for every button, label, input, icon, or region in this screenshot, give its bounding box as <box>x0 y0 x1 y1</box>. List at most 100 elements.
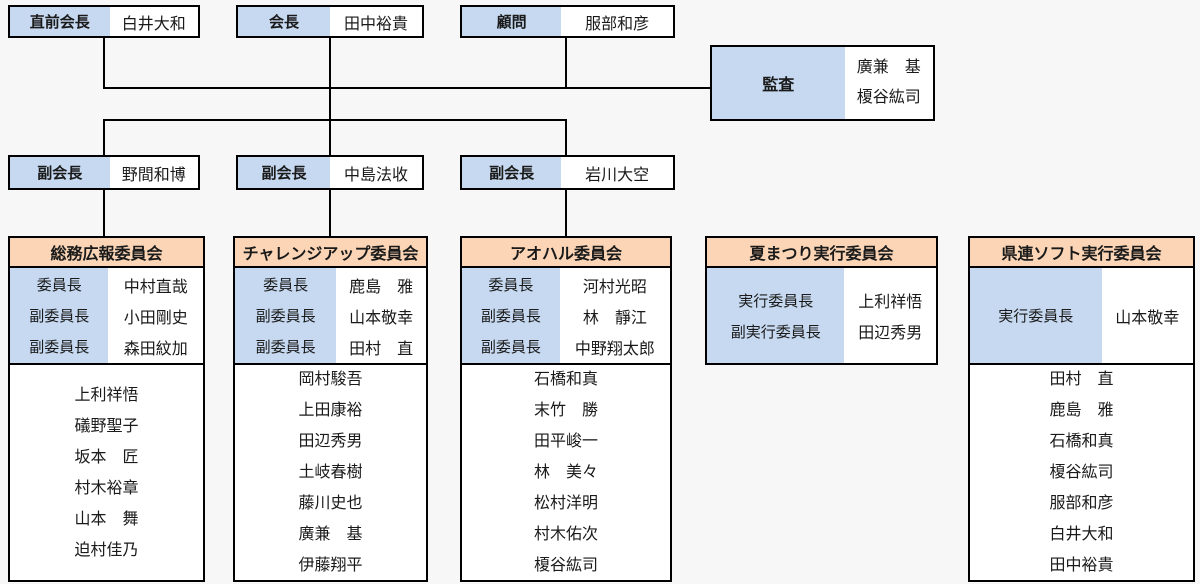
officer-name: 山本敬幸 <box>1115 309 1180 327</box>
member-name: 榎谷紘司 <box>533 557 598 574</box>
officer-name: 中野翔太郎 <box>574 340 655 358</box>
vice-chairman-box: 副会長 岩川大空 <box>460 155 675 190</box>
member-name: 石橋和真 <box>533 371 598 388</box>
member-name: 伊藤翔平 <box>298 557 363 574</box>
connector-line <box>565 119 567 155</box>
officer-name: 田村 直 <box>349 340 414 358</box>
officer-name: 田辺秀男 <box>858 325 923 342</box>
officer-role-label: 副委員長 <box>255 308 316 325</box>
role-label: 副会長 <box>462 157 562 188</box>
member-name: 鹿島 雅 <box>1049 402 1114 419</box>
committee-column-soumu-kouhou: 総務広報委員会 委員長 中村直哉 副委員長 小田剛史 副委員長 森田紋加 <box>8 236 205 582</box>
member-name: 末竹 勝 <box>533 402 598 419</box>
connector-line <box>329 190 331 236</box>
officer-role-label: 副委員長 <box>480 339 541 356</box>
officer-name: 小田剛史 <box>123 309 188 327</box>
officer-role-label: 委員長 <box>488 277 534 294</box>
officer-row: 副委員長 林 靜江 <box>462 300 670 331</box>
role-label: 直前会長 <box>10 7 110 36</box>
role-label: 副会長 <box>10 157 110 188</box>
connector-line <box>103 119 567 121</box>
audit-names: 廣兼 基榎谷紘司 <box>845 47 933 119</box>
committee-column-kenren-soft: 県連ソフト実行委員会 実行委員長 山本敬幸 田村 直鹿島 雅石橋和真榎谷紘司服部… <box>968 236 1195 582</box>
officer-name: 鹿島 雅 <box>349 278 414 296</box>
member-name: 迫村佳乃 <box>74 541 139 559</box>
committee-members: 上利祥悟礒野聖子坂本 匠村木裕章山本 舞迫村佳乃 <box>8 363 205 582</box>
officer-row: 副委員長 小田剛史 <box>10 300 203 331</box>
connector-line <box>565 38 567 88</box>
committee-title: 総務広報委員会 <box>8 236 205 268</box>
officer-row: 委員長 中村直哉 <box>10 269 203 300</box>
officer-role-label: 委員長 <box>263 277 309 294</box>
connector-line <box>103 119 105 155</box>
officer-name: 森田紋加 <box>123 340 188 358</box>
member-name: 松村洋明 <box>533 495 598 512</box>
person-name: 榎谷紘司 <box>856 89 921 106</box>
committee-title: チャレンジアップ委員会 <box>233 236 428 268</box>
committee-officers: 委員長 河村光昭 副委員長 林 靜江 副委員長 中野翔太郎 <box>460 266 672 365</box>
member-name: 石橋和真 <box>1049 433 1114 450</box>
connector-line <box>103 38 105 88</box>
person-name: 白井大和 <box>121 15 186 33</box>
officer-role-label: 副委員長 <box>255 339 316 356</box>
audit-box: 監査 廣兼 基榎谷紘司 <box>710 45 935 121</box>
role-label: 副会長 <box>238 157 330 188</box>
officer-row: 副委員長 森田紋加 <box>10 331 203 362</box>
officer-role-label: 実行委員長 <box>738 292 814 310</box>
member-name: 上利祥悟 <box>74 386 139 404</box>
committee-title: 夏まつり実行委員会 <box>705 236 938 268</box>
member-name: 藤川史也 <box>298 495 363 512</box>
role-label: 顧問 <box>462 7 562 36</box>
officer-role-label: 副委員長 <box>480 308 541 325</box>
committee-officers: 実行委員長 山本敬幸 <box>968 266 1195 365</box>
member-name: 村木裕章 <box>74 479 139 497</box>
committee-officers: 実行委員長 上利祥悟 副実行委員長 田辺秀男 <box>705 266 938 365</box>
officer-role-label: 副委員長 <box>29 339 90 356</box>
member-name: 田辺秀男 <box>298 433 363 450</box>
committee-column-challenge-up: チャレンジアップ委員会 委員長 鹿島 雅 副委員長 山本敬幸 副委員長 田村 直 <box>233 236 428 582</box>
member-name: 服部和彦 <box>1049 495 1114 512</box>
officer-role-label: 実行委員長 <box>998 308 1074 325</box>
vice-chairman-box: 副会長 中島法收 <box>236 155 424 190</box>
person-name: 岩川大空 <box>585 166 650 184</box>
committee-officers: 委員長 中村直哉 副委員長 小田剛史 副委員長 森田紋加 <box>8 266 205 365</box>
officer-role-label: 委員長 <box>36 277 82 294</box>
connector-line <box>103 190 105 236</box>
member-name: 田中裕貴 <box>1049 557 1114 574</box>
member-name: 榎谷紘司 <box>1049 464 1114 481</box>
committee-column-aoharu: アオハル委員会 委員長 河村光昭 副委員長 林 靜江 副委員長 中野翔太郎 <box>460 236 672 582</box>
committee-title: 県連ソフト実行委員会 <box>968 236 1195 268</box>
member-name: 林 美々 <box>533 464 598 481</box>
officer-row: 実行委員長 上利祥悟 <box>707 285 936 316</box>
chairman-box: 会長 田中裕貴 <box>236 5 424 38</box>
person-name: 野間和博 <box>121 166 186 184</box>
officer-row: 副委員長 中野翔太郎 <box>462 331 670 362</box>
person-name: 田中裕貴 <box>343 15 408 33</box>
member-name: 岡村駿吾 <box>298 371 363 388</box>
officer-row: 副実行委員長 田辺秀男 <box>707 316 936 347</box>
officer-name: 林 靜江 <box>582 309 647 327</box>
committee-members: 石橋和真末竹 勝田平峻一林 美々松村洋明村木佑次榎谷紘司 <box>460 363 672 582</box>
officer-row: 副委員長 田村 直 <box>235 331 426 362</box>
person-name: 中島法收 <box>343 166 408 184</box>
committee-members: 岡村駿吾上田康裕田辺秀男土岐春樹藤川史也廣兼 基伊藤翔平 <box>233 363 428 582</box>
person-name: 服部和彦 <box>585 15 650 33</box>
officer-name: 山本敬幸 <box>349 309 414 327</box>
member-name: 土岐春樹 <box>298 464 363 481</box>
chairman-emeritus-box: 直前会長 白井大和 <box>8 5 200 38</box>
advisor-box: 顧問 服部和彦 <box>460 5 675 38</box>
connector-line <box>103 87 710 89</box>
officer-row: 委員長 河村光昭 <box>462 269 670 300</box>
connector-line <box>329 38 331 155</box>
committee-title: アオハル委員会 <box>460 236 672 268</box>
vice-chairman-box: 副会長 野間和博 <box>8 155 200 190</box>
committee-members: 田村 直鹿島 雅石橋和真榎谷紘司服部和彦白井大和田中裕貴 <box>968 363 1195 582</box>
member-name: 村木佑次 <box>533 526 598 543</box>
officer-name: 河村光昭 <box>582 278 647 296</box>
member-name: 礒野聖子 <box>74 417 139 435</box>
member-name: 田村 直 <box>1049 371 1114 388</box>
person-name: 廣兼 基 <box>856 59 921 76</box>
role-label: 会長 <box>238 7 330 36</box>
officer-row: 委員長 鹿島 雅 <box>235 269 426 300</box>
